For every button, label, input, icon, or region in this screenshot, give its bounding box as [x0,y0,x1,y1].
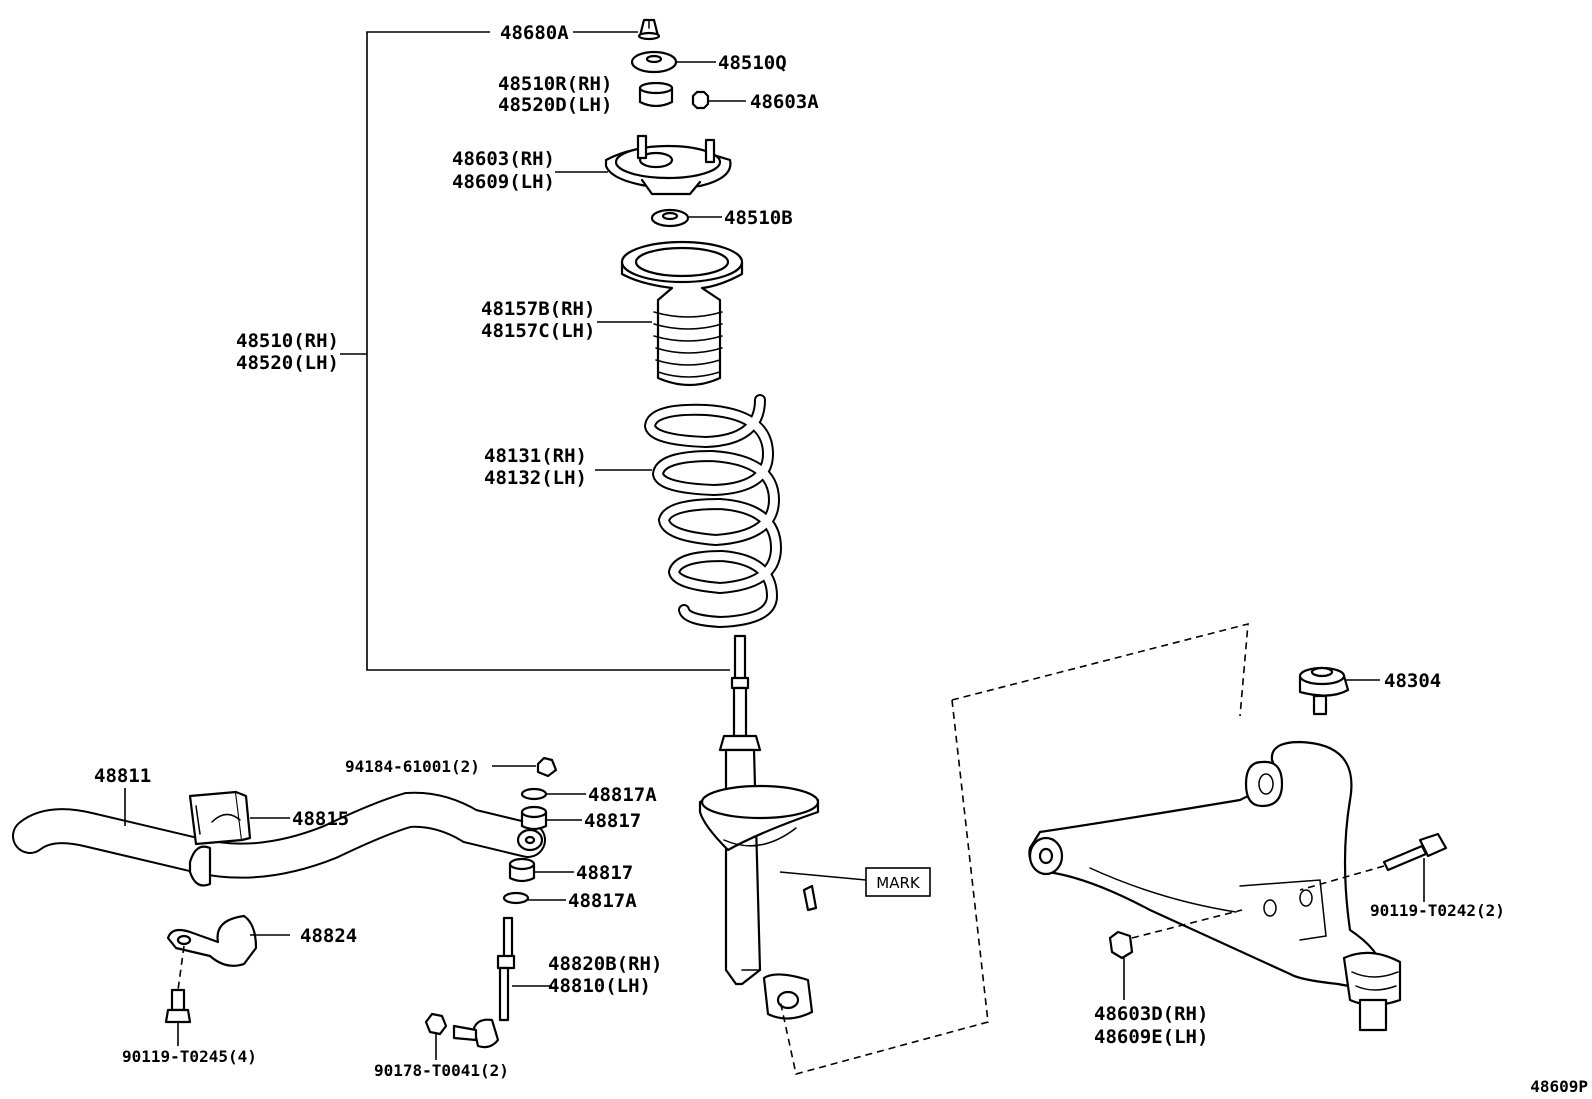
label-48609: 48609(LH) [452,171,555,193]
label-48510: 48510(RH) [236,330,339,352]
label-48132: 48132(LH) [484,467,587,489]
label-48824: 48824 [300,925,357,947]
label-48820B: 48820B(RH) [548,953,662,975]
label-90119-T0245: 90119-T0245(4) [122,1047,257,1066]
label-90119-T0242: 90119-T0242(2) [1370,901,1505,920]
label-48680A: 48680A [500,22,569,44]
label-48510B: 48510B [724,207,793,229]
part-48510B-bearing[interactable] [650,208,690,228]
part-48824-bracket[interactable] [166,914,258,967]
assembly-bracket-48510 [340,31,730,671]
label-48157C: 48157C(LH) [481,320,595,342]
part-48304-bump-stopper[interactable] [1298,666,1350,716]
label-48157B: 48157B(RH) [481,298,595,320]
label-48817-bottom: 48817 [576,862,633,884]
label-90178-T0041: 90178-T0041(2) [374,1061,509,1080]
label-94184-61001: 94184-61001(2) [345,757,480,776]
label-48815: 48815 [292,808,349,830]
part-48603D-nut[interactable] [1108,930,1134,960]
part-48817-bushing-top[interactable] [520,805,548,831]
label-48304: 48304 [1384,670,1441,692]
label-48817A-bottom: 48817A [568,890,637,912]
part-48603-upper-mount[interactable] [604,134,732,196]
label-48603D: 48603D(RH) [1094,1003,1208,1025]
part-shock-absorber[interactable] [698,634,820,1020]
part-48820B-stabilizer-link[interactable] [452,916,516,1049]
part-90178-T0041-nut[interactable] [424,1012,448,1036]
nut-axis-dashed [1131,909,1243,939]
label-48510Q: 48510Q [718,52,787,74]
upper-arm-dashed-region [779,622,1249,1075]
label-48810: 48810(LH) [548,975,651,997]
label-48510R: 48510R(RH) [498,73,612,95]
label-48603: 48603(RH) [452,148,555,170]
part-48817A-washer-bottom[interactable] [502,891,530,905]
part-48817-bushing-bottom[interactable] [508,857,536,883]
part-upper-control-arm[interactable] [1028,740,1402,1032]
mark-label: MARK [876,874,921,892]
diagram-code: 48609P [1530,1077,1588,1096]
label-48131: 48131(RH) [484,445,587,467]
part-94184-61001-nut[interactable] [536,756,558,778]
bracket-bolt-axis [177,945,185,991]
part-48510Q-washer[interactable] [630,50,678,74]
label-48817-top: 48817 [584,810,641,832]
part-90119-T0245-bolt[interactable] [164,988,192,1024]
mark-callout: MARK [779,867,931,897]
label-48520D: 48520D(LH) [498,94,612,116]
part-48131-coil-spring[interactable] [643,394,783,629]
part-48157B-dust-boot[interactable] [620,240,744,387]
label-48520: 48520(LH) [236,352,339,374]
part-48811-stabilizer-bar[interactable] [12,791,546,887]
part-48680A-cap[interactable] [637,18,661,41]
part-48817A-washer-top[interactable] [520,787,548,801]
label-48817A-top: 48817A [588,784,657,806]
label-48811: 48811 [94,765,151,787]
part-48510R-bushing[interactable] [638,81,674,108]
part-48815-bushing[interactable] [188,790,252,846]
bolt-axis-dashed [1299,865,1385,891]
label-48609E: 48609E(LH) [1094,1026,1208,1048]
part-90119-T0242-bolt[interactable] [1382,832,1448,872]
label-48603A: 48603A [750,91,819,113]
part-48603A-nut[interactable] [691,90,710,110]
